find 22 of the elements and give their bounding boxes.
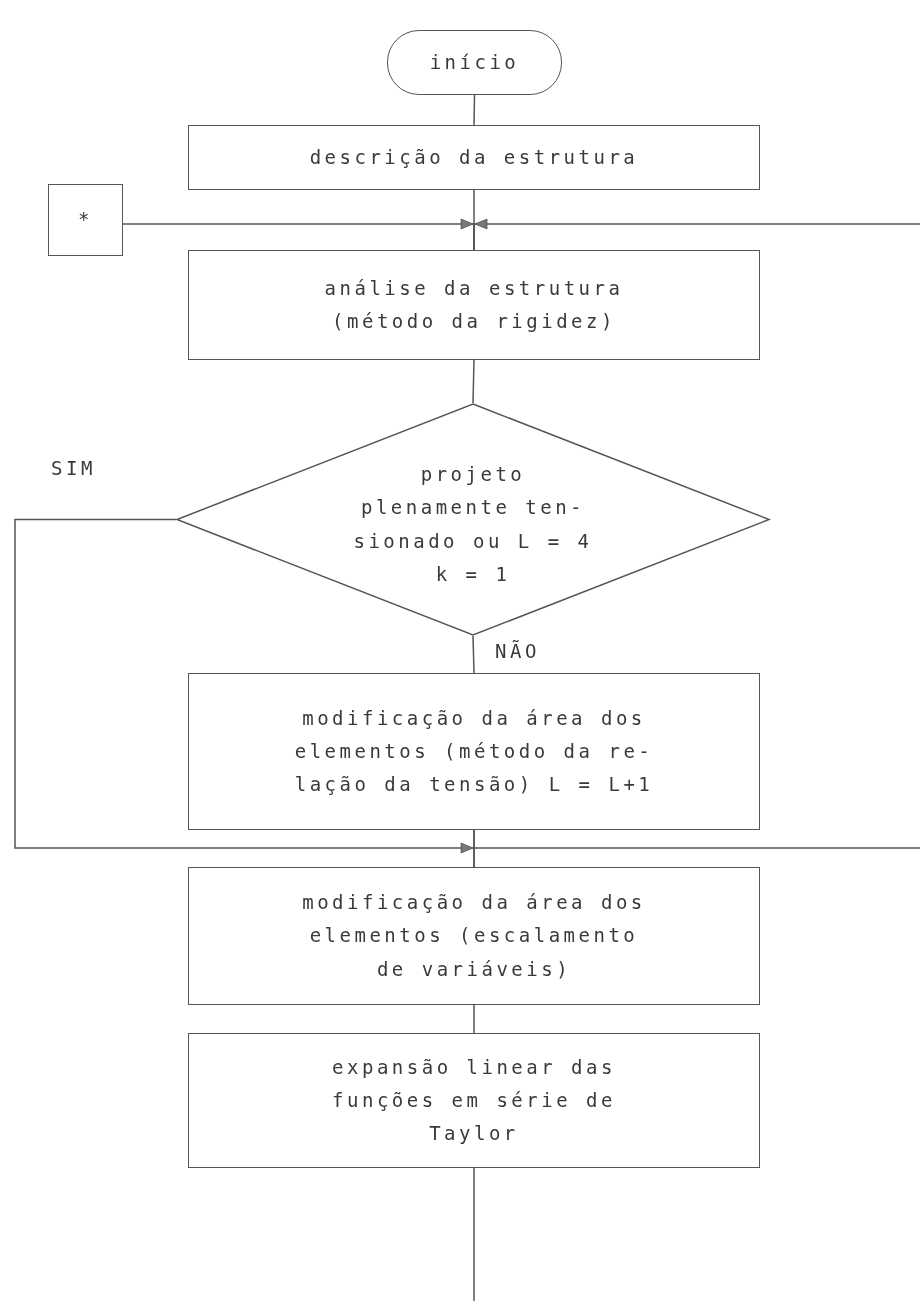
connector-line <box>473 1004 475 1034</box>
connector-line <box>473 94 476 126</box>
node-text: * <box>77 207 94 233</box>
connector-line <box>472 359 475 404</box>
process-box <box>188 125 760 190</box>
node-text: modificação da área dos elementos (escalamento de variáveis) <box>301 890 647 982</box>
node-text: expansão linear das funções em série de Taylor <box>331 1054 617 1147</box>
process-box <box>188 1033 760 1168</box>
process-box <box>188 867 760 1005</box>
process-box <box>188 250 760 360</box>
node-text: modificação da área dos elementos (método da re- lação da tensão) L = L+1 <box>293 705 655 798</box>
arrow <box>473 218 920 251</box>
process-box <box>48 184 123 256</box>
node-text: início <box>428 49 521 75</box>
node-text: análise da estrutura (método da rigidez) <box>323 275 625 334</box>
node-text: k = 1 <box>434 561 512 587</box>
connector-line <box>473 1167 475 1301</box>
decision-diamond <box>176 403 770 636</box>
node-text: descrição da estrutura <box>308 144 640 170</box>
process-box <box>188 673 760 830</box>
connector-line <box>472 635 475 674</box>
connector-line <box>473 829 920 849</box>
